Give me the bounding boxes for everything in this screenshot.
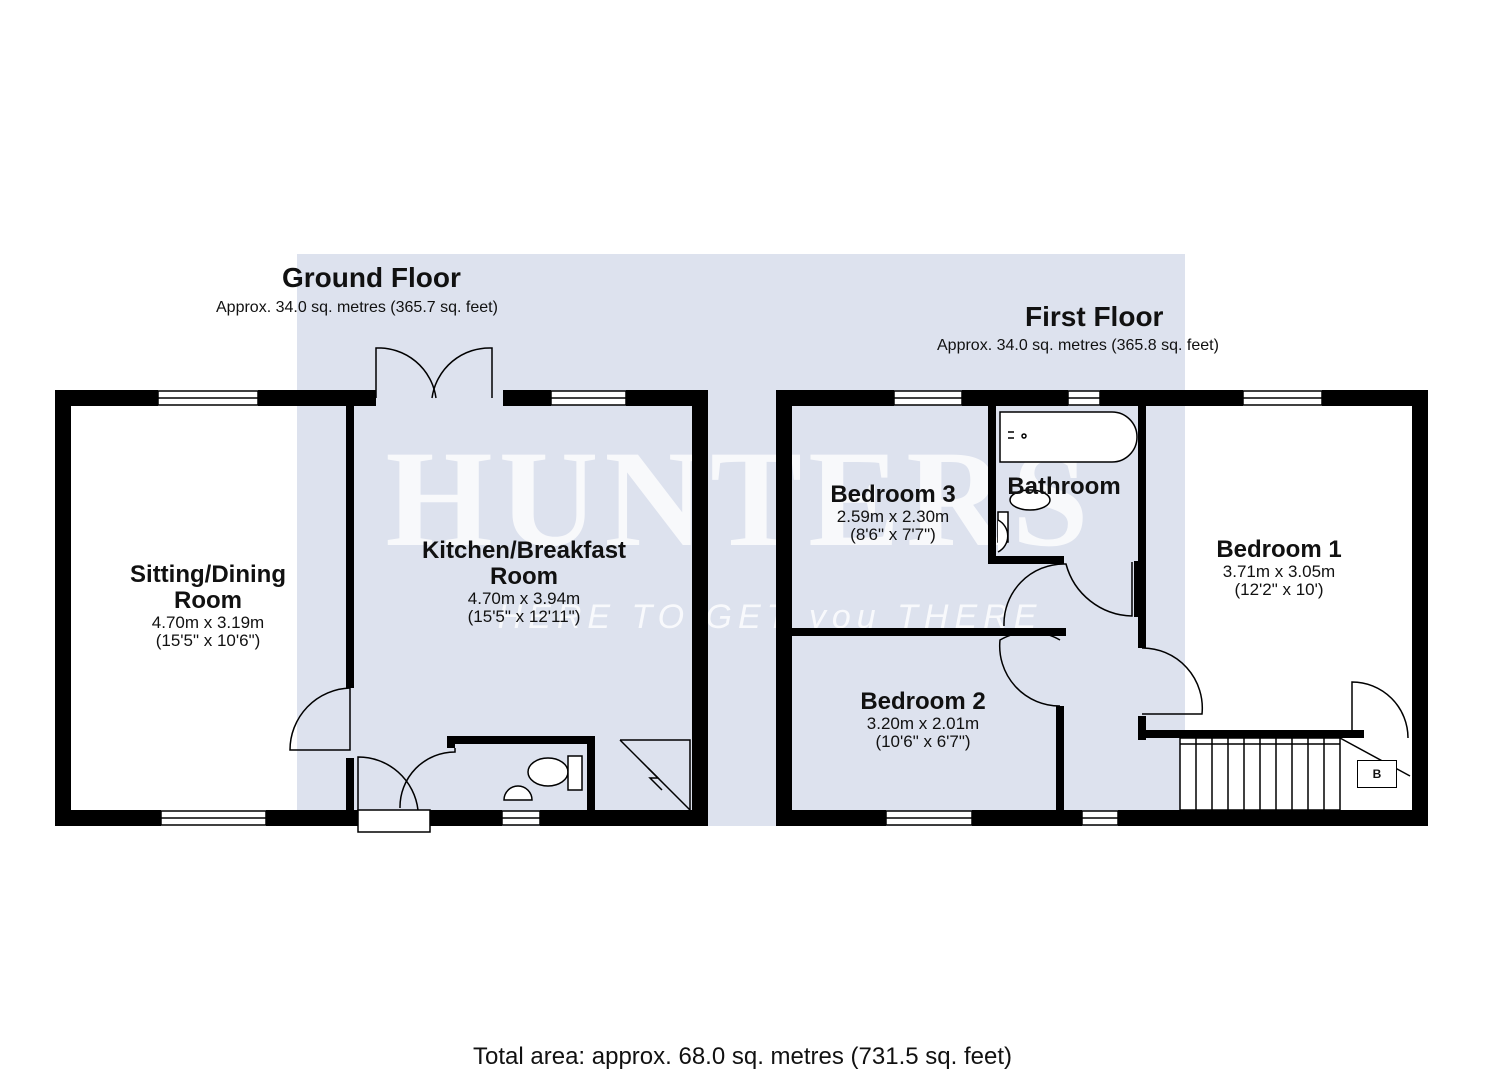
room-name: Room bbox=[489, 562, 558, 590]
first-floor-doors bbox=[997, 411, 1411, 811]
total-area: Total area: approx. 68.0 sq. metres (731… bbox=[473, 1043, 1012, 1070]
room-imperial: (8'6" x 7'7") bbox=[850, 525, 936, 545]
ground-floor-walls bbox=[55, 390, 708, 826]
room-metric: 4.70m x 3.94m bbox=[467, 588, 581, 608]
room-label-bedroom-3: Bedroom 3 2.59m x 2.30m (8'6" x 7'7") bbox=[830, 482, 955, 545]
first-floor-title: First Floor bbox=[1025, 301, 1164, 332]
ground-floor-area: Approx. 34.0 sq. metres (365.7 sq. feet) bbox=[216, 299, 498, 316]
room-label-bathroom: Bathroom bbox=[1007, 474, 1120, 500]
room-imperial: (10'6" x 6'7") bbox=[875, 732, 971, 752]
ground-floor-doors bbox=[289, 347, 691, 833]
room-imperial: (12'2" x 10') bbox=[1234, 580, 1324, 600]
room-label-bedroom-2: Bedroom 2 3.20m x 2.01m (10'6" x 6'7") bbox=[860, 689, 985, 752]
first-floor-area: Approx. 34.0 sq. metres (365.8 sq. feet) bbox=[937, 337, 1219, 354]
room-name: Room bbox=[174, 586, 242, 614]
room-metric: 3.71m x 3.05m bbox=[1222, 561, 1336, 581]
ground-floor-windows bbox=[157, 390, 627, 826]
room-label-bedroom-1: Bedroom 1 3.71m x 3.05m (12'2" x 10') bbox=[1216, 537, 1341, 600]
room-name: Sitting/Dining bbox=[130, 561, 286, 588]
room-imperial: (15'5" x 10'6") bbox=[155, 631, 261, 651]
room-name: Bedroom 1 bbox=[1216, 536, 1342, 563]
room-label-sitting-dining: Sitting/Dining Room 4.70m x 3.19m (15'5"… bbox=[130, 562, 286, 651]
watermark-brand: HUNTERS bbox=[385, 422, 1095, 575]
first-floor-windows bbox=[885, 390, 1323, 826]
room-metric: 2.59m x 2.30m bbox=[836, 506, 950, 526]
room-name: Bathroom bbox=[1007, 473, 1121, 500]
room-name: Bedroom 3 bbox=[830, 481, 956, 508]
boiler-badge: B bbox=[1357, 760, 1397, 788]
room-label-kitchen-breakfast: Kitchen/Breakfast Room 4.70m x 3.94m (15… bbox=[422, 538, 626, 627]
highlight-band bbox=[297, 254, 1185, 826]
ground-floor-title: Ground Floor bbox=[282, 262, 461, 293]
room-name: Bedroom 2 bbox=[860, 688, 986, 715]
first-floor-walls bbox=[776, 390, 1428, 826]
room-name: Kitchen/Breakfast bbox=[421, 537, 627, 564]
room-metric: 4.70m x 3.19m bbox=[151, 612, 265, 632]
room-imperial: (15'5" x 12'11") bbox=[467, 607, 581, 627]
room-metric: 3.20m x 2.01m bbox=[866, 713, 980, 733]
